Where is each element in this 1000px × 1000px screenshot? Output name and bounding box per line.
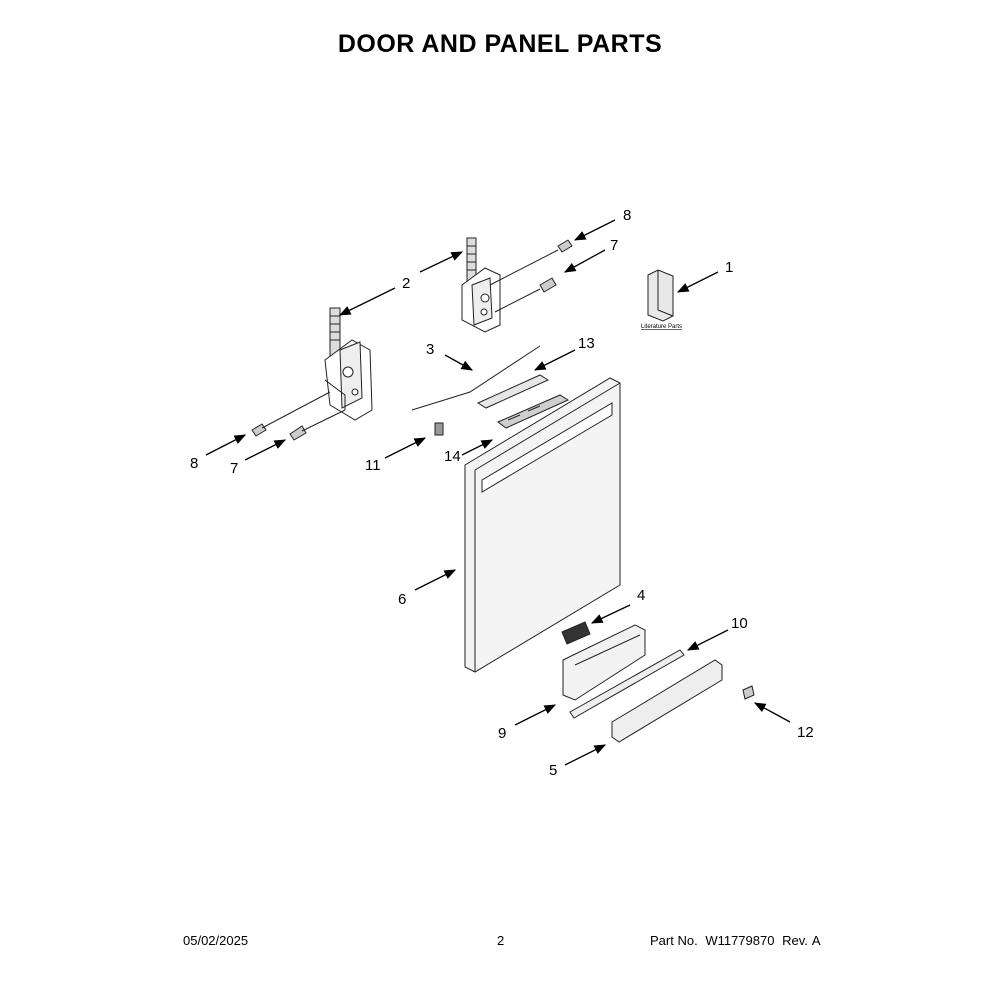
control-bracket: [476, 374, 550, 409]
callout-labels: 1 2 3 4 5 6 7 7 8 8 9 10 11 12 13 14 Lit…: [190, 207, 814, 779]
rev-value: A: [811, 933, 821, 948]
callout-8-right: 8: [623, 207, 631, 224]
callout-11: 11: [365, 457, 381, 474]
callout-6: 6: [398, 591, 406, 608]
callout-8-left: 8: [190, 455, 198, 472]
literature-parts-book: [647, 269, 674, 322]
callout-12: 12: [797, 724, 814, 741]
callout-1: 1: [725, 259, 733, 276]
rev-label: Rev.: [782, 933, 808, 948]
door-panel: [464, 377, 621, 673]
toe-rail: [611, 659, 723, 743]
part-number: W11779870: [705, 933, 775, 948]
callout-9: 9: [498, 725, 506, 742]
callout-7-right: 7: [610, 237, 618, 254]
literature-parts-label: Literature Parts: [641, 324, 682, 330]
vent: [561, 621, 591, 645]
trim-strip: [569, 649, 685, 719]
lower-panel: [562, 624, 646, 701]
screw-12: [742, 685, 755, 700]
screw-left-8: [251, 391, 331, 437]
footer-page-number: 2: [497, 933, 505, 948]
door-cable: [411, 345, 541, 411]
callout-2: 2: [402, 275, 410, 292]
clip: [434, 422, 444, 436]
callout-7-left: 7: [230, 460, 238, 477]
footer-date: 05/02/2025: [183, 933, 249, 948]
callout-10: 10: [731, 615, 748, 632]
callout-4: 4: [637, 587, 645, 604]
page-title: DOOR AND PANEL PARTS: [337, 30, 663, 58]
leader-lines: [205, 219, 791, 766]
callout-13: 13: [578, 335, 595, 352]
hinge-right: [461, 237, 501, 333]
user-interface-control: [497, 394, 570, 429]
footer-part-info: Part No. W11779870 Rev.A: [650, 933, 825, 948]
callout-14: 14: [444, 448, 461, 465]
screw-left-7: [289, 409, 346, 441]
callout-3: 3: [426, 341, 434, 358]
hinge-left: [324, 307, 373, 421]
screw-right-8: [489, 239, 573, 286]
part-label: Part No.: [650, 933, 698, 948]
callout-5: 5: [549, 762, 557, 779]
screw-right-7: [494, 277, 557, 313]
